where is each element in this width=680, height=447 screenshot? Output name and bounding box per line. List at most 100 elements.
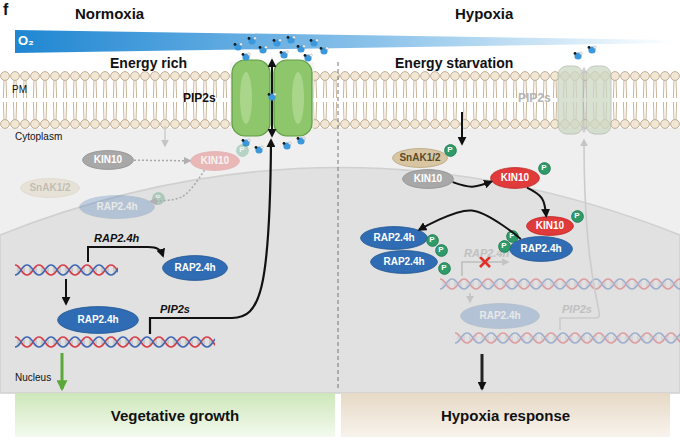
oval-shape <box>191 152 240 171</box>
oval-shape <box>236 144 248 156</box>
transcription-factor-oval: RAP2.4h <box>162 255 228 281</box>
binding-arrow <box>65 279 67 304</box>
kinase-oval: KIN10 <box>402 169 454 189</box>
cytoplasm-area <box>0 128 680 393</box>
transcription-factor-oval: RAP2.4h <box>79 195 155 219</box>
node-label: KIN10 <box>536 221 564 231</box>
oval-shape <box>506 230 518 242</box>
gene-label: PIP2s <box>160 303 190 315</box>
oval-shape <box>21 179 80 198</box>
node-label: KIN10 <box>94 155 122 165</box>
oval-shape <box>510 237 573 262</box>
node-label: SnAK1/2 <box>399 153 440 163</box>
node-label: P <box>239 146 244 154</box>
node-label: RAP2.4h <box>373 233 414 243</box>
outcome-band: Hypoxia response <box>341 393 670 437</box>
reaction-arrow <box>453 182 492 187</box>
condition-heading: Hypoxia <box>455 6 513 23</box>
outcome-arrow <box>61 353 64 389</box>
oval-shape <box>435 244 447 256</box>
oval-shape <box>498 240 510 252</box>
oval-shape <box>444 144 456 156</box>
dna-helix <box>15 334 215 350</box>
oval-shape <box>83 151 134 170</box>
signal-arrow <box>164 126 166 146</box>
node-label: P <box>509 232 514 240</box>
kinase-oval: KIN10 <box>526 216 574 236</box>
aquaporin-channel <box>230 60 314 136</box>
transcription-factor-oval: RAP2.4h <box>509 236 573 262</box>
phospho-circle: P <box>236 144 249 157</box>
expression-arrow-faded <box>560 140 599 330</box>
oval-shape <box>361 227 428 250</box>
node-label: Vegetative growth <box>111 408 239 423</box>
signal-arrow <box>461 112 463 144</box>
oval-shape <box>438 262 450 274</box>
protein-label: PIP2s <box>518 92 551 105</box>
node-label: P <box>441 264 446 272</box>
gene-label: RAP2.4h <box>94 232 139 244</box>
gene-label: PIP2s <box>562 303 592 315</box>
phospho-circle: P <box>435 244 448 257</box>
phospho-circle: P <box>444 144 457 157</box>
phospho-circle: P <box>438 262 451 275</box>
oxygen-label: O₂ <box>18 34 34 48</box>
node-label: KIN10 <box>414 174 442 184</box>
transcription-factor-oval: RAP2.4h <box>360 226 428 250</box>
energy-label: Energy starvation <box>395 56 513 71</box>
oval-shape <box>80 196 155 219</box>
divider-line <box>338 62 339 390</box>
oval-shape <box>58 307 139 334</box>
node-label: RAP2.4h <box>520 244 561 254</box>
dna-helix-faded <box>440 276 680 346</box>
region-label: PM <box>12 84 27 95</box>
phospho-circle: P <box>498 240 511 253</box>
promoter-arrow-faded <box>462 262 508 276</box>
oval-shape <box>461 304 540 329</box>
node-label: P <box>155 194 160 202</box>
phospho-circle: P <box>571 210 584 223</box>
node-label: RAP2.4h <box>77 315 118 325</box>
oval-shape <box>527 217 574 236</box>
oval-shape <box>491 168 540 189</box>
node-label: SnAK1/2 <box>29 183 70 193</box>
kinase-oval: SnAK1/2 <box>20 178 80 198</box>
node-label: P <box>574 212 579 220</box>
node-label: P <box>438 246 443 254</box>
node-label: RAP2.4h <box>174 263 215 273</box>
node-label: P <box>501 242 506 250</box>
oval-shape <box>393 149 448 168</box>
node-label: KIN10 <box>201 156 229 166</box>
region-label: Cytoplasm <box>15 131 62 142</box>
oxygen-gradient <box>15 30 675 53</box>
node-label: RAP2.4h <box>479 311 520 321</box>
kinase-oval: KIN10 <box>490 167 540 189</box>
reaction-arrow <box>134 159 190 161</box>
phospho-circle: P <box>426 234 439 247</box>
oval-shape <box>426 234 438 246</box>
outcome-arrow <box>481 354 484 389</box>
binding-arrow-faded <box>469 293 471 302</box>
oval-shape <box>403 170 454 189</box>
condition-heading: Normoxia <box>75 6 144 23</box>
oval-shape <box>571 210 583 222</box>
oval-shape <box>152 192 164 204</box>
reaction-arrow <box>419 210 521 239</box>
oval-shape <box>371 251 438 274</box>
kinase-oval: SnAK1/2 <box>392 148 448 168</box>
node-label: P <box>429 236 434 244</box>
kinase-oval: KIN10 <box>190 151 240 171</box>
protein-label: PIP2s <box>183 92 216 105</box>
phospho-circle: P <box>506 230 519 243</box>
oval-shape <box>163 256 228 281</box>
node-label: P <box>541 164 546 172</box>
phospho-circle: P <box>152 192 165 205</box>
water-molecules <box>234 36 597 154</box>
outcome-band: Vegetative growth <box>15 393 335 437</box>
aquaporin-channel-faded <box>558 66 611 134</box>
node-label: KIN10 <box>501 173 529 183</box>
reaction-arrow <box>150 170 204 201</box>
nucleus-area <box>0 168 680 394</box>
